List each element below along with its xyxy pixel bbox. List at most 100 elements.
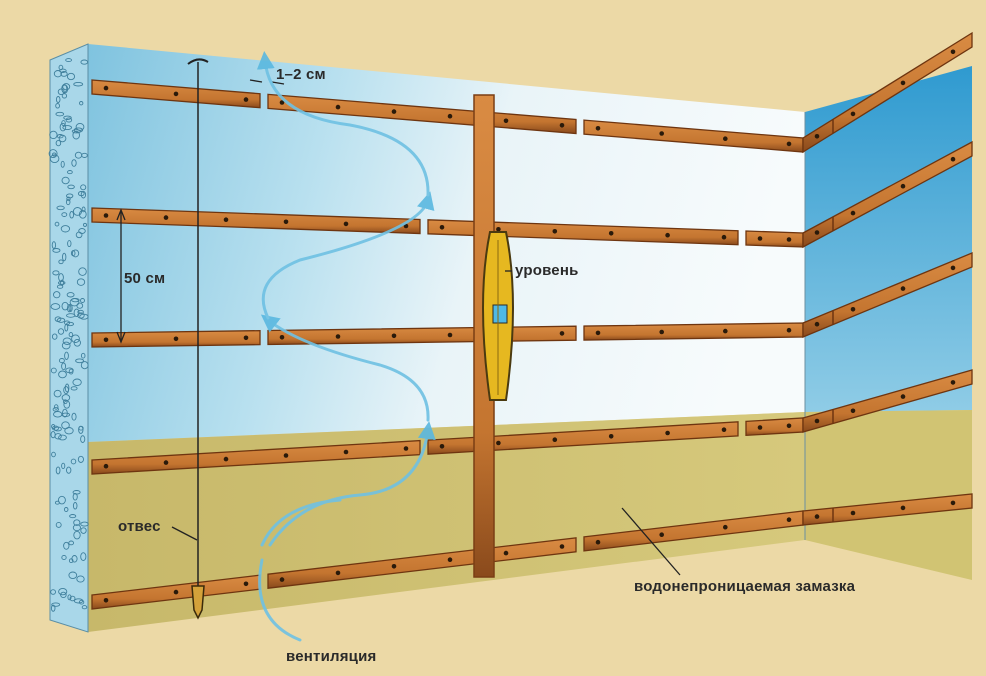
concrete-pore xyxy=(68,304,73,313)
concrete-pore xyxy=(58,587,68,596)
screw xyxy=(814,230,820,235)
screw xyxy=(103,85,109,91)
concrete-pore xyxy=(61,341,71,350)
screw xyxy=(814,418,820,424)
main-wall xyxy=(88,44,805,442)
concrete-pore xyxy=(50,589,56,595)
concrete-pore xyxy=(64,383,70,393)
concrete-pore xyxy=(72,502,78,510)
screw xyxy=(721,427,727,433)
plumb-bob-icon xyxy=(187,58,209,620)
batten-side-wall xyxy=(802,493,973,526)
concrete-pore xyxy=(52,407,59,412)
concrete-pore xyxy=(76,575,85,583)
concrete-pore xyxy=(55,139,62,147)
concrete-pore xyxy=(57,280,66,285)
screw xyxy=(103,213,109,218)
screw xyxy=(786,517,792,522)
concrete-pore xyxy=(80,521,89,527)
concrete-pore xyxy=(79,313,89,320)
concrete-pore xyxy=(79,101,84,106)
screw xyxy=(503,550,509,556)
screw xyxy=(223,217,229,222)
screw xyxy=(814,134,820,139)
concrete-pore xyxy=(70,386,78,391)
screw xyxy=(103,463,109,469)
concrete-pore xyxy=(50,303,61,310)
concrete-pore xyxy=(78,599,85,605)
screw xyxy=(814,514,820,519)
concrete-pore xyxy=(77,309,84,315)
screw xyxy=(496,227,501,232)
concrete-pore xyxy=(69,211,75,219)
concrete-pore xyxy=(71,412,77,421)
concrete-pore xyxy=(67,240,72,248)
side-wall xyxy=(805,66,972,412)
batten-segment xyxy=(427,219,739,246)
screw xyxy=(403,446,409,451)
concrete-pore xyxy=(53,389,62,398)
screw xyxy=(103,598,109,603)
batten-side-wall xyxy=(802,140,973,249)
screw xyxy=(283,453,289,458)
level-label: уровень xyxy=(515,262,579,279)
screw xyxy=(950,49,956,55)
spirit-level-icon xyxy=(482,231,514,401)
concrete-pore xyxy=(78,425,84,431)
screw xyxy=(496,440,501,446)
concrete-pore xyxy=(56,284,64,289)
concrete-pore xyxy=(74,151,83,159)
concrete-pore xyxy=(61,93,68,99)
concrete-pore xyxy=(75,122,85,131)
screw xyxy=(503,118,509,124)
concrete-pore xyxy=(72,493,78,501)
concrete-pore xyxy=(51,602,61,607)
concrete-pore xyxy=(58,434,67,441)
screw xyxy=(552,437,558,443)
screw xyxy=(757,236,763,241)
screw xyxy=(163,215,169,220)
gap-label: 1–2 см xyxy=(276,66,326,83)
concrete-pore xyxy=(66,313,76,318)
concrete-pore xyxy=(63,115,72,120)
concrete-pore xyxy=(63,541,70,550)
concrete-pore xyxy=(72,378,82,387)
concrete-pore xyxy=(72,130,80,140)
gap-marker xyxy=(249,79,285,85)
concrete-pore xyxy=(60,71,68,77)
screw xyxy=(608,231,614,236)
side-wall-lower xyxy=(805,410,972,580)
concrete-pore xyxy=(72,207,83,216)
screw xyxy=(595,330,601,336)
concrete-pore xyxy=(66,72,76,81)
concrete-pore xyxy=(62,252,67,262)
concrete-pore xyxy=(56,205,65,211)
concrete-pore xyxy=(63,399,68,405)
concrete-pore xyxy=(61,362,67,371)
concrete-pore xyxy=(71,129,81,134)
concrete-pore xyxy=(53,411,63,418)
concrete-pore xyxy=(58,134,67,143)
concrete-pore xyxy=(62,125,73,131)
concrete-pore xyxy=(61,462,66,470)
concrete-pore xyxy=(66,466,72,474)
screw xyxy=(900,394,906,399)
concrete-pore xyxy=(50,367,57,374)
screw xyxy=(343,221,349,227)
concrete-pore xyxy=(65,58,72,63)
concrete-pore xyxy=(80,298,85,303)
screw xyxy=(950,380,956,385)
screw xyxy=(900,80,906,86)
screw xyxy=(757,425,763,430)
concrete-pore xyxy=(62,337,72,345)
screw xyxy=(786,423,792,429)
screw xyxy=(950,500,956,506)
concrete-pore xyxy=(68,540,75,546)
concrete-pore xyxy=(80,361,89,370)
concrete-pore xyxy=(67,594,72,601)
screw xyxy=(786,141,792,147)
screw xyxy=(659,131,664,136)
ventilation-label: вентиляция xyxy=(286,648,377,665)
screw xyxy=(335,334,341,339)
concrete-pore xyxy=(60,279,65,286)
